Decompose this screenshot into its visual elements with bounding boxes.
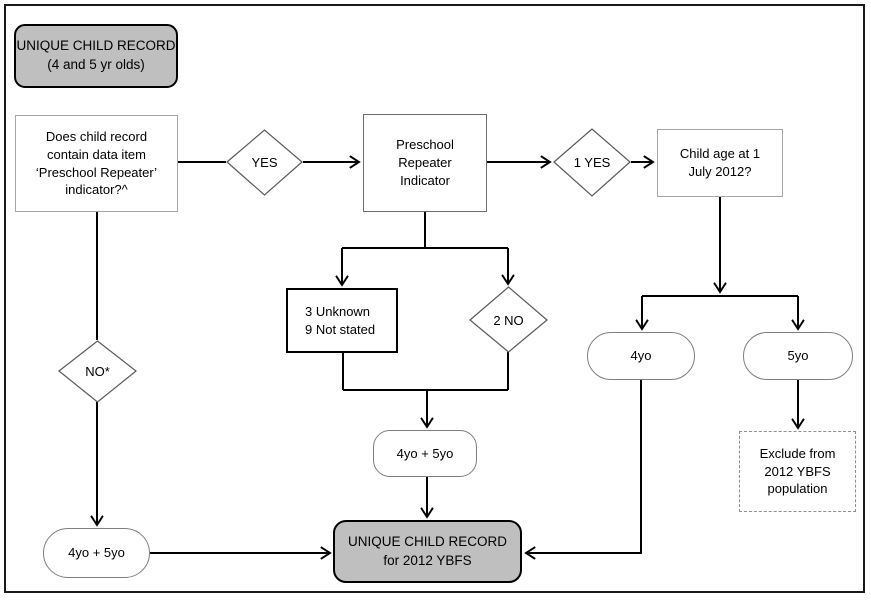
yes-diamond-label: YES xyxy=(251,154,278,170)
unknown-line2: 9 Not stated xyxy=(305,321,376,337)
question-box-line3: ‘Preschool Repeater’ xyxy=(35,164,158,180)
mid-merge-label: 4yo + 5yo xyxy=(396,445,454,461)
start-terminator-line1: UNIQUE CHILD RECORD xyxy=(16,38,176,54)
exclude-line1: Exclude from xyxy=(759,445,836,461)
no-diamond-shape xyxy=(58,340,137,403)
start-terminator-line2: (4 and 5 yr olds) xyxy=(47,57,145,72)
one-yes-diamond-shape xyxy=(553,128,631,197)
no-diamond-label: NO* xyxy=(85,363,110,379)
edge-4yo-to-final xyxy=(526,380,642,553)
child-age-line1: Child age at 1 xyxy=(679,146,761,162)
outer-frame xyxy=(4,4,865,593)
yes-diamond-shape xyxy=(226,129,303,196)
four-yo-node: 4yo xyxy=(587,332,695,380)
child-age-box: Child age at 1 July 2012? xyxy=(657,129,783,197)
unknown-notstated-box: 3 Unknown 9 Not stated xyxy=(286,288,398,353)
repeater-indicator-box: Preschool Repeater Indicator xyxy=(363,114,487,212)
question-box-line4: indicator?^ xyxy=(65,182,128,198)
five-yo-node: 5yo xyxy=(743,332,853,380)
final-terminator-line2: for 2012 YBFS xyxy=(383,552,472,568)
exclude-line3: population xyxy=(767,481,828,497)
connectors xyxy=(97,162,798,553)
left-merge-node: 4yo + 5yo xyxy=(43,528,150,578)
exclude-line2: 2012 YBFS xyxy=(764,463,831,479)
start-terminator: UNIQUE CHILD RECORD (4 and 5 yr olds) xyxy=(14,24,178,88)
unknown-line1: 3 Unknown xyxy=(305,303,371,319)
question-box-line2: contain data item xyxy=(46,146,146,162)
two-no-diamond-label: 2 NO xyxy=(493,312,524,328)
question-box-line1: Does child record xyxy=(45,128,148,144)
five-yo-label: 5yo xyxy=(787,348,809,364)
exclude-box: Exclude from 2012 YBFS population xyxy=(739,431,856,512)
repeater-box-line3: Indicator xyxy=(400,172,450,188)
mid-merge-node: 4yo + 5yo xyxy=(373,430,477,477)
left-merge-label: 4yo + 5yo xyxy=(68,545,125,561)
child-age-line2: July 2012? xyxy=(688,164,752,179)
decision-diamonds xyxy=(58,128,631,403)
two-no-diamond-shape xyxy=(469,286,548,353)
repeater-box-line1: Preschool xyxy=(396,137,454,153)
repeater-box-line2: Repeater xyxy=(398,155,452,171)
four-yo-label: 4yo xyxy=(630,348,652,364)
one-yes-diamond-label: 1 YES xyxy=(573,154,611,170)
final-terminator: UNIQUE CHILD RECORD for 2012 YBFS xyxy=(333,520,522,583)
question-box: Does child record contain data item ‘Pre… xyxy=(15,115,178,212)
final-terminator-line1: UNIQUE CHILD RECORD xyxy=(347,533,507,549)
